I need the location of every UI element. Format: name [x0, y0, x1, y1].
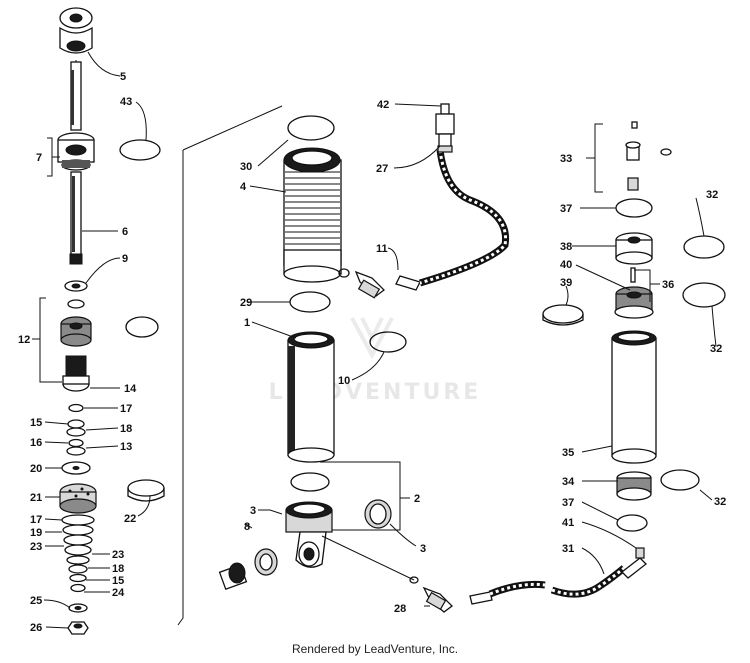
part-shim-stack-lower — [61, 514, 95, 593]
callout-18-top: 18 — [120, 423, 132, 435]
callout-40: 40 — [560, 259, 572, 271]
callout-34: 34 — [562, 476, 575, 488]
callout-42: 42 — [377, 99, 389, 111]
part-shim-stack-upper — [61, 403, 91, 475]
callout-1: 1 — [244, 317, 250, 329]
connector-left-bracket — [177, 150, 184, 626]
part-piston-21 — [59, 483, 97, 514]
part-eye-fitting — [59, 7, 93, 54]
part-seal-holder — [60, 316, 92, 347]
callout-2: 2 — [414, 493, 420, 505]
part-cap-38 — [615, 232, 653, 265]
part-ring-37-top — [615, 198, 653, 218]
callout-15-bottom: 15 — [112, 575, 124, 587]
callout-11: 11 — [376, 243, 388, 255]
callout-37-bottom: 37 — [562, 497, 574, 509]
callout-5: 5 — [120, 71, 126, 83]
callout-9: 9 — [122, 253, 128, 265]
callout-23-left: 23 — [30, 541, 42, 553]
part-piston-ring-22 — [127, 479, 165, 502]
callout-36: 36 — [662, 279, 674, 291]
callout-17-bottom: 17 — [30, 514, 42, 526]
part-reservoir-tube-35 — [611, 330, 657, 464]
callout-39: 39 — [560, 277, 572, 289]
part-bearing-cap — [57, 132, 95, 171]
callout-16: 16 — [30, 437, 42, 449]
callout-30: 30 — [240, 161, 252, 173]
callout-31: 31 — [562, 543, 574, 555]
callout-17-top: 17 — [120, 403, 132, 415]
part-o-ring-32-top — [683, 235, 725, 259]
callout-6: 6 — [122, 226, 128, 238]
callout-21: 21 — [30, 492, 42, 504]
callout-23-right: 23 — [112, 549, 124, 561]
connector-top-line — [182, 105, 283, 151]
callout-3-left: 3 — [250, 505, 256, 517]
callout-24: 24 — [112, 587, 125, 599]
part-o-ring-43 — [119, 139, 161, 161]
part-o-ring-30 — [287, 115, 335, 141]
callout-3-right: 3 — [420, 543, 426, 555]
callout-32-top: 32 — [706, 189, 718, 201]
callout-13: 13 — [120, 441, 132, 453]
part-threaded-body — [283, 147, 342, 283]
callout-35: 35 — [562, 447, 574, 459]
callout-37-top: 37 — [560, 203, 572, 215]
callout-22: 22 — [124, 513, 136, 525]
part-o-ring-32-mid — [682, 282, 726, 308]
callout-14: 14 — [124, 383, 137, 395]
callout-18-bottom: 18 — [112, 563, 124, 575]
part-hose-27 — [418, 149, 510, 287]
left-shaft-assembly — [57, 7, 165, 635]
leader-lines — [32, 51, 717, 629]
part-clamp-39 — [542, 304, 584, 326]
callout-32-low: 32 — [714, 496, 726, 508]
callout-7: 7 — [36, 152, 42, 164]
part-cylinder-1 — [287, 331, 335, 463]
part-sleeve-8 — [218, 562, 248, 591]
right-reservoir-assembly — [542, 121, 726, 598]
part-ring-37-bottom — [616, 514, 648, 532]
part-o-ring-29 — [289, 291, 331, 313]
part-elbow-hose-28 — [409, 576, 546, 613]
callout-4: 4 — [240, 181, 247, 193]
callout-10: 10 — [338, 375, 350, 387]
callout-27: 27 — [376, 163, 388, 175]
part-base-housing — [285, 501, 333, 568]
part-o-ring-10 — [369, 331, 407, 353]
callout-29: 29 — [240, 297, 252, 309]
callout-43: 43 — [120, 96, 132, 108]
part-o-ring-2 — [290, 472, 330, 492]
callout-25: 25 — [30, 595, 42, 607]
shaft-shadow — [71, 70, 74, 125]
part-o-ring-32-low — [660, 469, 700, 491]
callout-12: 12 — [18, 334, 30, 346]
part-floating-piston — [614, 267, 654, 319]
part-nut-26 — [67, 621, 89, 635]
callout-labels: 5 43 7 6 9 12 14 17 15 18 16 13 20 21 22… — [18, 71, 726, 634]
part-valve-33 — [625, 121, 672, 191]
footer-credit: Rendered by LeadVenture, Inc. — [291, 642, 459, 656]
callout-26: 26 — [30, 622, 42, 634]
part-end-cap-34 — [616, 471, 652, 501]
part-fitting-42 — [435, 103, 455, 153]
callout-20: 20 — [30, 463, 42, 475]
part-fitting-41-hose-31 — [550, 547, 647, 598]
part-elbow-fitting-11 — [338, 268, 421, 299]
part-bushing-14 — [62, 355, 90, 392]
center-body-assembly — [218, 103, 546, 613]
part-bushing-3-right — [364, 499, 392, 529]
callout-15-top: 15 — [30, 417, 42, 429]
callout-8: 8 — [244, 521, 250, 533]
callout-41: 41 — [562, 517, 574, 529]
part-seal-ring-12 — [125, 316, 159, 338]
callout-33: 33 — [560, 153, 572, 165]
callout-38: 38 — [560, 241, 572, 253]
callout-32-mid: 32 — [710, 343, 722, 355]
callout-28: 28 — [394, 603, 406, 615]
callout-19: 19 — [30, 527, 42, 539]
part-bushing-3-left — [254, 548, 278, 576]
